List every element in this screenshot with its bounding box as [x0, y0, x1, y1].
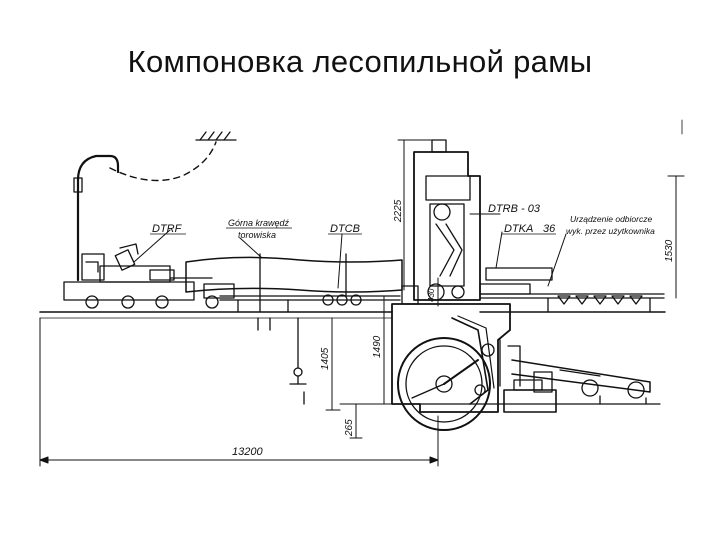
crane-arm [73, 154, 120, 282]
flywheel [397, 337, 491, 431]
label-dtka: DTKA [504, 223, 533, 235]
feed-carriage [63, 265, 235, 309]
label-urzadzenie: Urządzenie odbiorcze [570, 214, 652, 224]
operator-cabin [81, 243, 139, 281]
saw-frame-column [401, 139, 481, 305]
saw-lower-body [391, 303, 511, 431]
floor-line [39, 311, 666, 405]
label-wyk: wyk. przez użytkownika [566, 226, 655, 236]
label-dtka-number: 36 [543, 223, 556, 235]
slide-title: Компоновка лесопильной рамы [127, 44, 593, 79]
crane-swing-arc [109, 141, 217, 182]
drive-motor [499, 339, 557, 413]
hanging-devices [257, 317, 307, 405]
dim-1490: 1490 [372, 335, 383, 358]
outfeed-roller-table [479, 267, 665, 313]
label-dtcb: DTCB [330, 223, 360, 235]
outfeed-conveyor [511, 359, 651, 405]
label-torowiska: torowiska [238, 230, 276, 240]
ceiling-hatch [195, 131, 237, 141]
label-dtrb: DTRB - 03 [488, 203, 541, 215]
dim-1405: 1405 [320, 347, 331, 370]
leader-lines [133, 213, 567, 289]
dim-265: 265 [344, 419, 355, 437]
dim-13200: 13200 [232, 446, 263, 458]
dimension-lines [39, 139, 685, 467]
dim-2225: 2225 [393, 199, 404, 223]
dim-1530: 1530 [664, 239, 675, 262]
dim-430: 430 [427, 288, 436, 302]
label-gorna-krawedz: Górna krawędź [228, 218, 290, 228]
label-dtrf: DTRF [152, 223, 183, 235]
infeed-conveyor [219, 294, 401, 313]
